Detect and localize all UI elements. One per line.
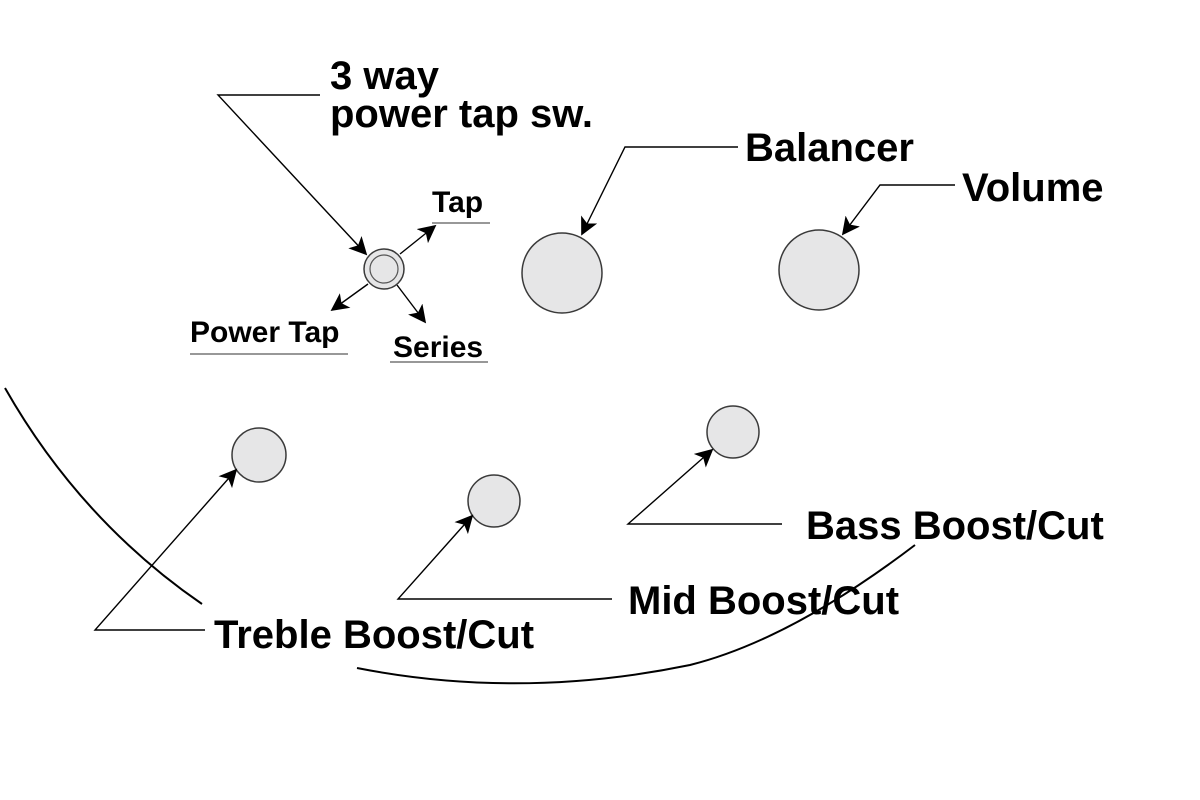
tap-arrow <box>399 224 437 255</box>
switch-name-line2: power tap sw. <box>330 92 593 136</box>
bass-label: Bass Boost/Cut <box>806 504 1104 548</box>
switch-inner-ring <box>369 254 399 284</box>
power-tap-switch[interactable] <box>363 248 405 290</box>
series-arrow <box>396 284 427 324</box>
treble-leader-line <box>93 468 238 631</box>
power-tap-arrow <box>330 283 369 312</box>
body-outline-left-curve <box>4 387 203 605</box>
treble-label: Treble Boost/Cut <box>214 613 534 657</box>
treble-knob[interactable] <box>231 427 287 483</box>
mid-knob[interactable] <box>467 474 521 528</box>
bass-leader-line <box>626 448 782 525</box>
switch-position-series: Series <box>393 331 483 364</box>
switch-name-line1: 3 way <box>330 54 440 98</box>
balancer-leader-line <box>581 146 738 236</box>
switch-leader-line <box>216 94 368 256</box>
switch-position-power-tap: Power Tap <box>190 316 339 349</box>
volume-knob[interactable] <box>778 229 860 311</box>
switch-position-tap: Tap <box>432 186 483 219</box>
balancer-label: Balancer <box>745 126 914 170</box>
mid-leader-line <box>396 514 612 600</box>
volume-leader-line <box>841 184 955 236</box>
balancer-knob[interactable] <box>521 232 603 314</box>
bass-knob[interactable] <box>706 405 760 459</box>
body-outline-bottom-curve <box>356 544 916 685</box>
mid-label: Mid Boost/Cut <box>628 579 899 623</box>
volume-label: Volume <box>962 166 1104 210</box>
